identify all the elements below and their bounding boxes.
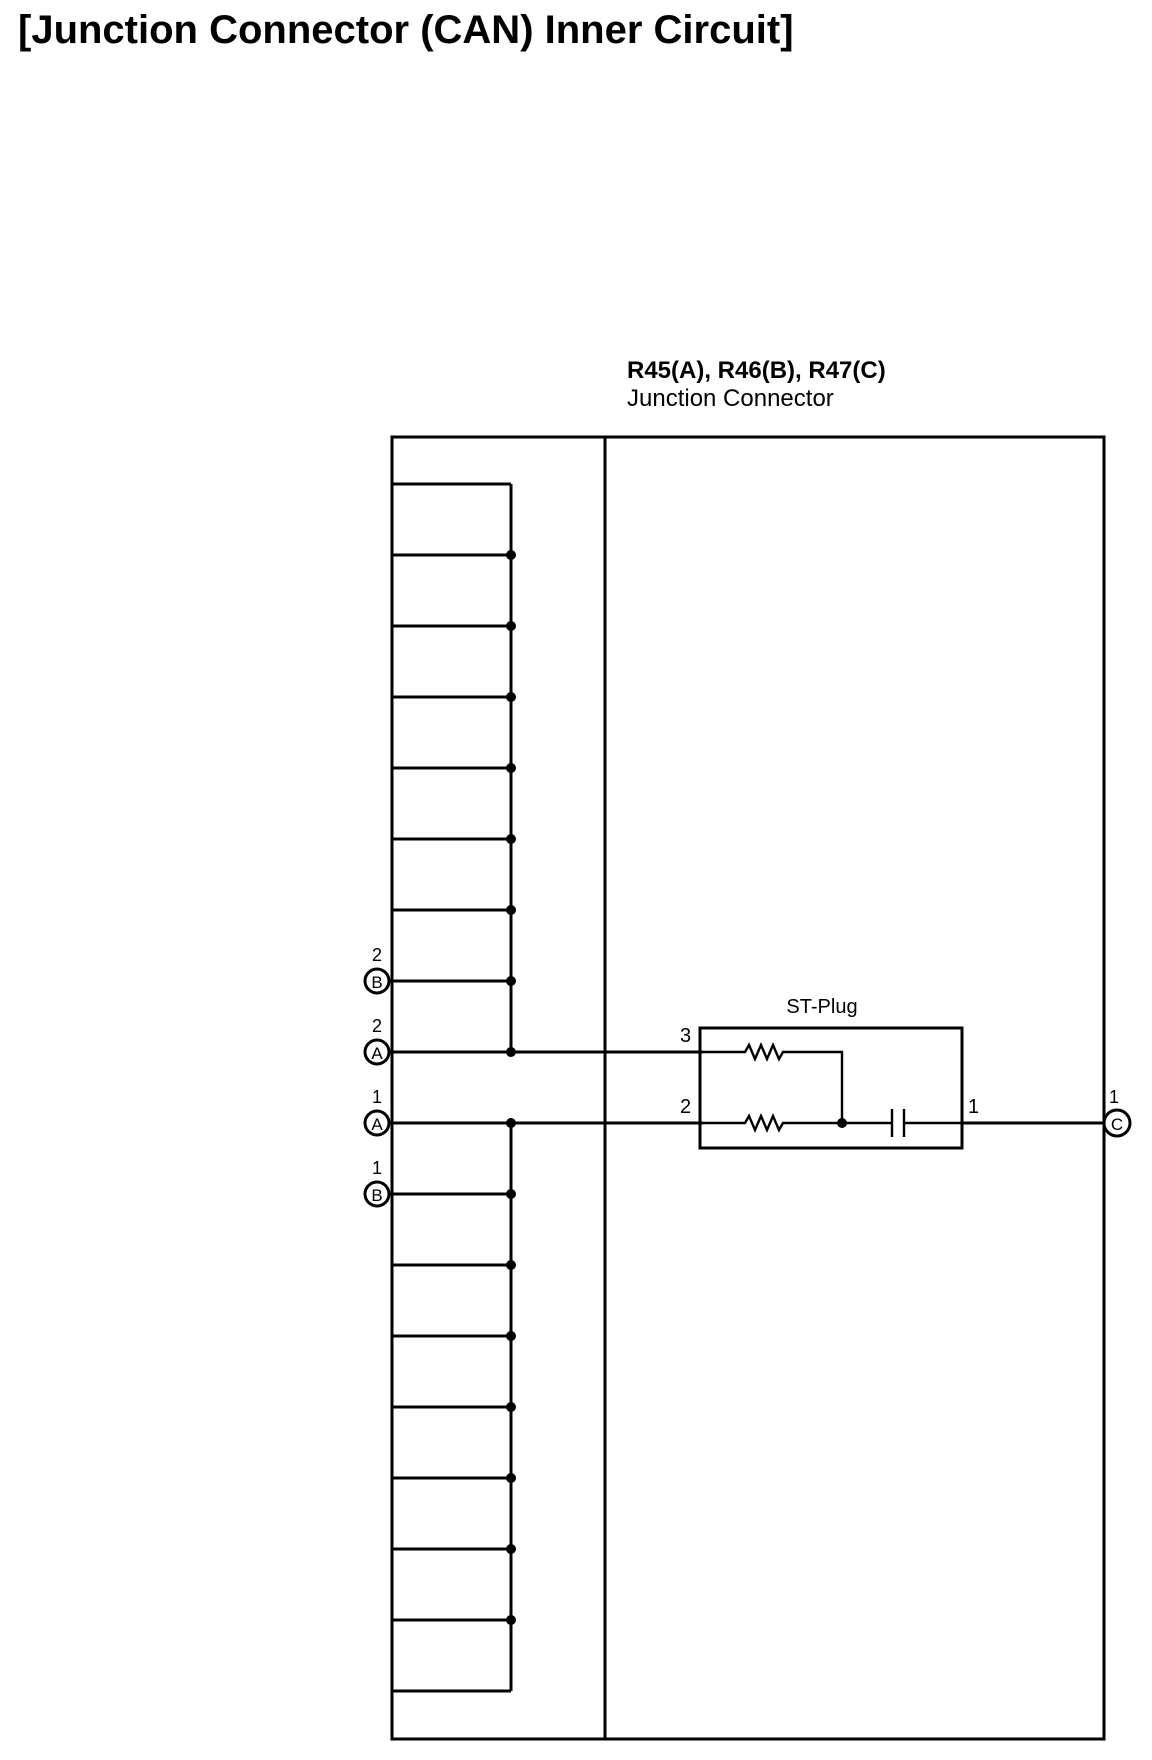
terminal-b2-pin: 2: [372, 945, 382, 965]
junction-dot: [506, 1189, 516, 1199]
connector-name: Junction Connector: [627, 385, 834, 412]
junction-dot: [506, 763, 516, 773]
lower-bus-stubs: [392, 1192, 511, 1622]
junction-dot: [506, 905, 516, 915]
junction-dot: [506, 692, 516, 702]
junction-dot: [506, 1544, 516, 1554]
st-plug-box: [698, 1026, 964, 1150]
junction-dot: [506, 1331, 516, 1341]
terminal-a2: 2 A: [363, 1016, 391, 1066]
terminal-a1-pin: 1: [372, 1087, 382, 1107]
terminal-b2: 2 B: [363, 945, 391, 995]
connector-housing: [390, 435, 1106, 1741]
terminal-c1: 1 C: [1102, 1087, 1132, 1138]
terminal-c1-letter: C: [1111, 1115, 1123, 1134]
plug-pin-1-label: 1: [968, 1096, 979, 1118]
upper-bus-junctions: [506, 550, 516, 1057]
st-plug-internals: [700, 1041, 962, 1137]
terminal-a1-circle: [363, 1109, 391, 1137]
lower-bus-junctions: [506, 1118, 516, 1625]
resistor-upper-icon: [700, 1041, 844, 1123]
junction-dot: [506, 1473, 516, 1483]
terminal-c1-circle: [1102, 1108, 1132, 1138]
terminal-a2-circle: [363, 1038, 391, 1066]
page-title: [Junction Connector (CAN) Inner Circuit]: [18, 8, 794, 52]
connector-ids: R45(A), R46(B), R47(C): [627, 357, 886, 384]
terminal-b2-letter: B: [371, 973, 382, 992]
junction-dot: [506, 834, 516, 844]
terminal-b1-letter: B: [371, 1186, 382, 1205]
resistor-lower-icon: [700, 1112, 892, 1134]
junction-dot: [506, 1402, 516, 1412]
terminal-b2-circle: [363, 967, 391, 995]
terminal-c1-pin: 1: [1109, 1087, 1119, 1107]
junction-dot: [506, 976, 516, 986]
terminal-a1: 1 A: [363, 1087, 391, 1137]
junction-dot: [506, 1260, 516, 1270]
terminal-b1-circle: [363, 1180, 391, 1208]
plug-pin-3-label: 3: [680, 1025, 691, 1047]
terminal-a2-pin: 2: [372, 1016, 382, 1036]
junction-dot: [506, 621, 516, 631]
terminal-b1: 1 B: [363, 1158, 391, 1208]
st-plug-label: ST-Plug: [786, 996, 857, 1018]
junction-dot: [506, 1615, 516, 1625]
upper-bus-stubs: [392, 553, 511, 983]
junction-dot: [506, 550, 516, 560]
terminal-a1-letter: A: [371, 1115, 383, 1134]
terminal-a2-letter: A: [371, 1044, 383, 1063]
plug-junction-dot: [837, 1118, 847, 1128]
plug-pin-2-label: 2: [680, 1096, 691, 1118]
terminal-b1-pin: 1: [372, 1158, 382, 1178]
